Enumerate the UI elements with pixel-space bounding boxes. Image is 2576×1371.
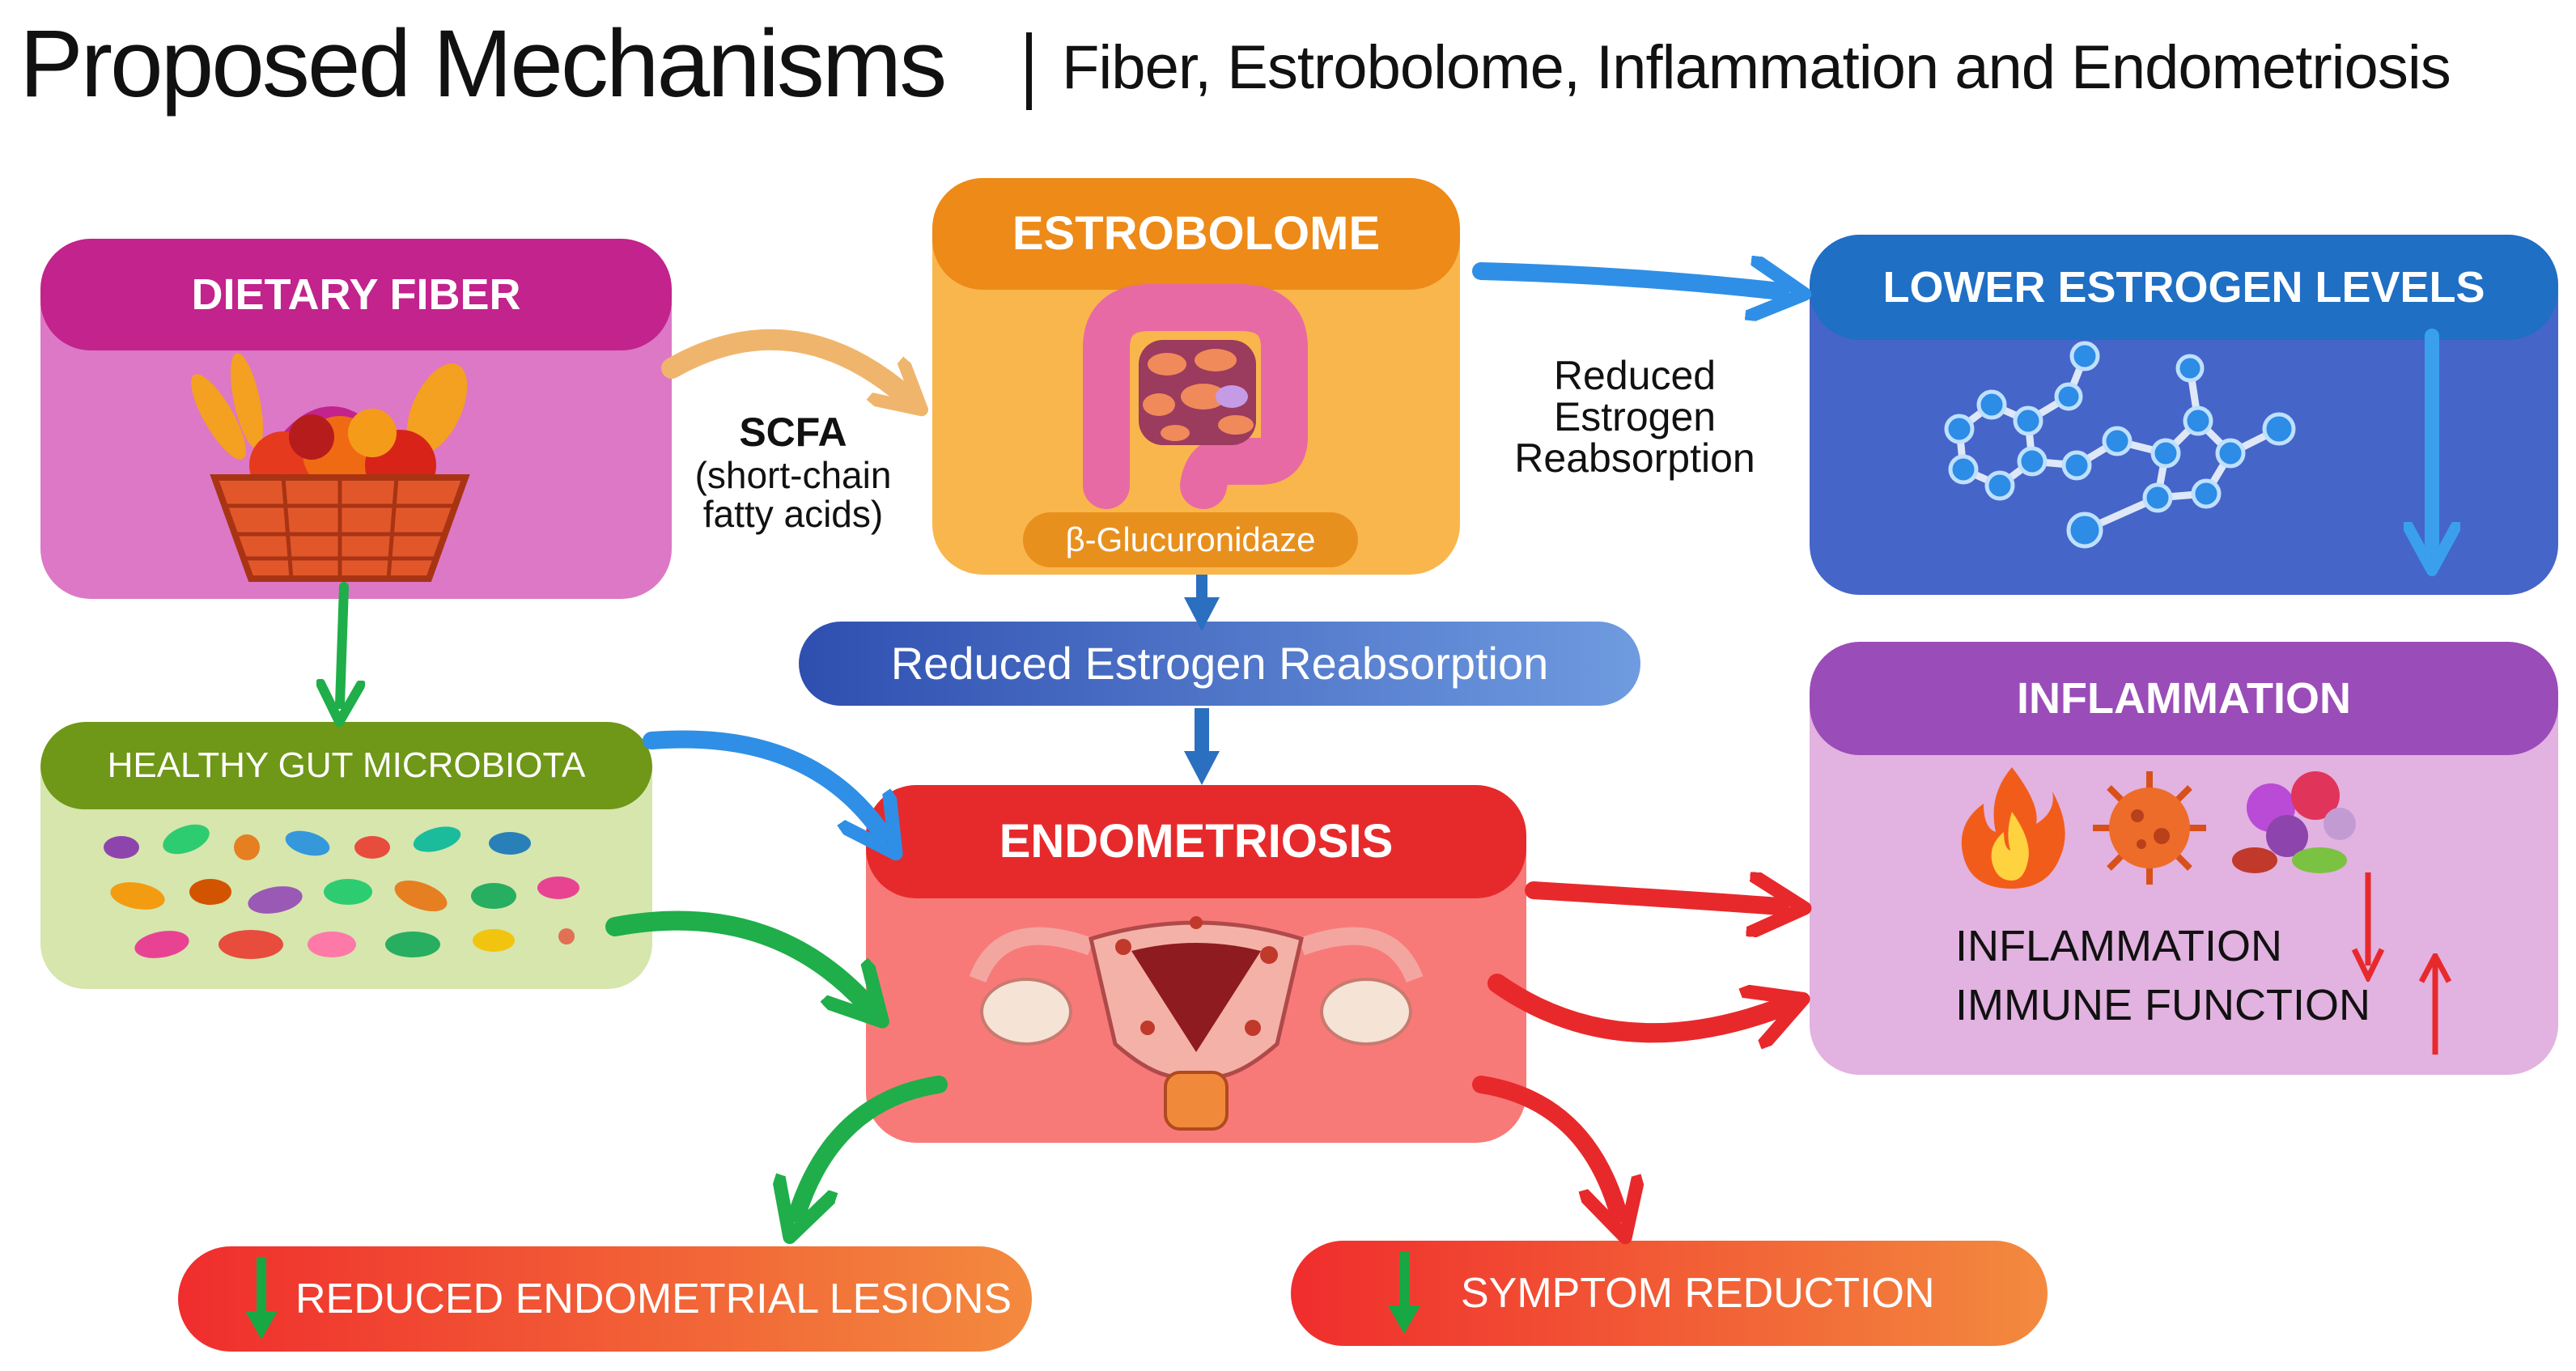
arrow-endometriosis-to-symptoms xyxy=(1472,1076,1619,1214)
down-arrow-icon xyxy=(1388,1251,1420,1334)
estrogen-molecule-icon xyxy=(1944,341,2296,549)
inflammation-node: INFLAMMATION INFLAMMATION IMMUNE FUNCTIO… xyxy=(1810,642,2558,1075)
endometriosis-title: ENDOMETRIOSIS xyxy=(866,785,1526,898)
reduced-label-line2: Estrogen xyxy=(1553,394,1717,439)
virus-icon xyxy=(2093,771,2206,885)
inflammation-line: INFLAMMATION xyxy=(1955,922,2282,970)
arrow-estrobolome-to-lower-estrogen xyxy=(1472,271,1780,291)
gut-microbiota-title: HEALTHY GUT MICROBIOTA xyxy=(40,722,652,809)
gut-microbiota-node: HEALTHY GUT MICROBIOTA xyxy=(40,722,652,989)
reduced-estrogen-reabsorption-pill: Reduced Estrogen Reabsorption xyxy=(799,622,1640,706)
estrobolome-node: ESTROBOLOME β-Glucuronidaze xyxy=(932,178,1460,575)
fire-icon xyxy=(1961,767,2065,889)
arrow-endometriosis-to-inflammation-2 xyxy=(1487,974,1780,1033)
immune-cells-icon xyxy=(2232,771,2356,873)
scfa-line3: fatty acids) xyxy=(702,493,884,535)
arrow-endometriosis-to-inflammation-1 xyxy=(1525,890,1780,906)
reduced-label-line1: Reduced xyxy=(1553,353,1717,398)
scfa-line2: (short-chain xyxy=(694,454,892,496)
page-subtitle: Fiber, Estrobolome, Inflammation and End… xyxy=(1062,33,2451,102)
intestine-icon xyxy=(1083,284,1308,509)
arrow-microbiota-to-endometriosis-green xyxy=(605,910,866,1004)
arrow-endometriosis-to-lesions xyxy=(797,1076,948,1214)
down-arrow-icon xyxy=(2351,872,2385,982)
scfa-label: SCFA xyxy=(739,410,847,455)
lower-estrogen-title: LOWER ESTROGEN LEVELS xyxy=(1810,235,2558,340)
beta-glucuronidase-label: β-Glucuronidaze xyxy=(1023,512,1358,567)
endometriosis-node: ENDOMETRIOSIS xyxy=(866,785,1526,1143)
title-divider xyxy=(1026,32,1032,110)
bacteria-icon xyxy=(104,824,579,959)
page-title: Proposed Mechanisms xyxy=(19,11,947,117)
reduced-lesions-pill: REDUCED ENDOMETRIAL LESIONS xyxy=(178,1246,1032,1352)
estrobolome-title: ESTROBOLOME xyxy=(932,178,1460,290)
reduced-lesions-label: REDUCED ENDOMETRIAL LESIONS xyxy=(295,1275,1012,1322)
uterus-icon xyxy=(969,916,1424,1131)
arrow-fiber-to-microbiota xyxy=(340,582,344,704)
dietary-fiber-title: DIETARY FIBER xyxy=(40,239,672,350)
reduced-label-line3: Reabsorption xyxy=(1514,435,1755,481)
arrow-microbiota-to-endometriosis-blue xyxy=(643,730,882,834)
inflammation-title: INFLAMMATION xyxy=(1810,642,2558,755)
down-arrow-icon xyxy=(245,1257,278,1339)
dietary-fiber-node: DIETARY FIBER xyxy=(40,239,672,599)
symptom-reduction-pill: SYMPTOM REDUCTION xyxy=(1291,1241,2048,1346)
symptom-reduction-label: SYMPTOM REDUCTION xyxy=(1461,1270,1935,1317)
immune-function-line: IMMUNE FUNCTION xyxy=(1955,981,2370,1029)
up-arrow-icon xyxy=(2418,953,2452,1055)
arrow-fiber-to-estrobolome xyxy=(661,329,906,397)
fruit-basket-icon xyxy=(191,353,470,582)
